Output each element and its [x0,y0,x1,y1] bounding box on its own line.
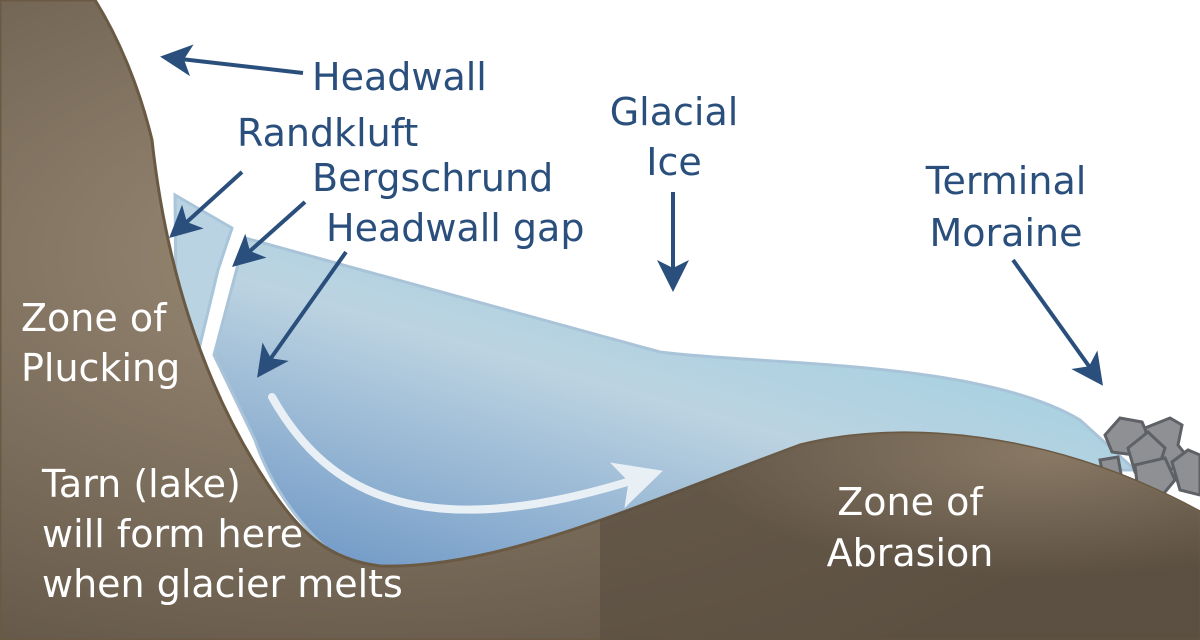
label-glacial-ice-1: Glacial [610,90,739,134]
randkluft-arrow [169,170,244,239]
ground-ridge [600,432,1200,640]
label-zone-abrasion-1: Zone of [837,480,984,524]
label-headwall: Headwall [312,55,487,99]
ice-flow-arrow [268,393,663,514]
label-tarn-3: when glacier melts [42,562,403,606]
label-zone-abrasion-2: Abrasion [827,531,994,575]
label-glacial-ice-2: Ice [646,140,701,184]
terminal-moraine-arrow [1011,258,1103,386]
bergschrund-arrow [232,200,307,267]
headwall-arrow [160,44,304,77]
label-terminal-moraine-2: Moraine [930,211,1083,255]
label-bergschrund: Bergschrund [312,156,553,200]
label-tarn-2: will form here [42,512,303,556]
headwall-gap-arrow [257,250,348,378]
label-randkluft: Randkluft [237,111,418,155]
label-tarn-1: Tarn (lake) [41,462,241,506]
label-zone-plucking-2: Plucking [21,346,180,390]
label-zone-plucking-1: Zone of [21,296,168,340]
label-terminal-moraine-1: Terminal [925,159,1087,203]
label-headwall-gap: Headwall gap [326,206,584,250]
